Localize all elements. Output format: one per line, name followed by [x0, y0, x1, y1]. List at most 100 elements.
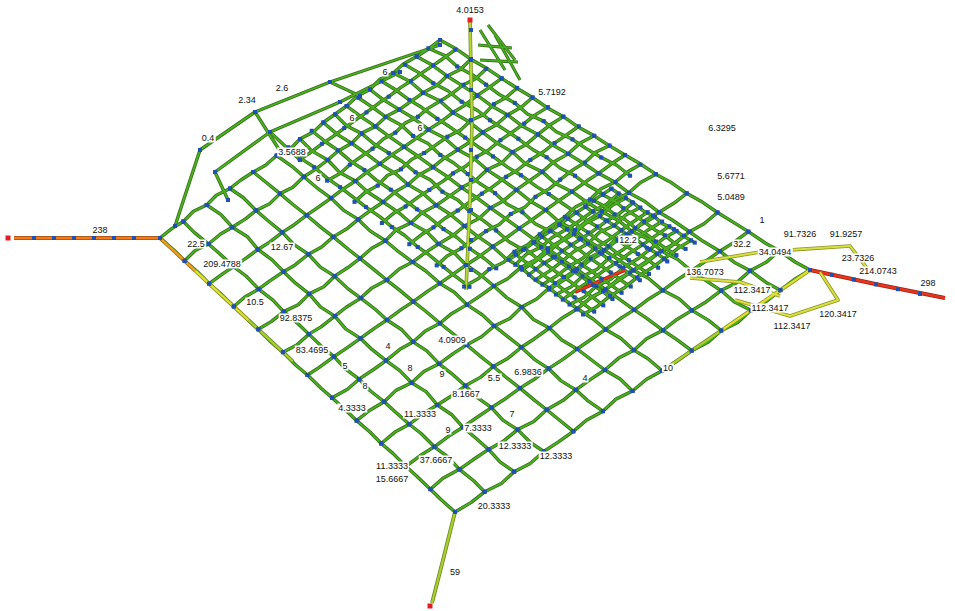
junction-square	[491, 245, 495, 249]
flow-value: 120.3417	[818, 310, 858, 319]
junction-square	[594, 284, 598, 288]
junction-square	[584, 204, 588, 208]
junction-square	[228, 187, 232, 191]
junction-square	[558, 178, 562, 182]
junction-square	[402, 145, 406, 149]
junction-square	[181, 220, 185, 224]
junction-square	[570, 190, 574, 194]
junction-square	[512, 470, 516, 474]
junction-square	[609, 271, 613, 275]
junction-square	[573, 228, 577, 232]
junction-square	[427, 188, 431, 192]
junction-square	[307, 332, 311, 336]
junction-square	[663, 233, 667, 237]
junction-square	[306, 373, 310, 377]
junction-square	[511, 150, 515, 154]
flow-value: 22.5	[186, 240, 206, 249]
junction-square	[631, 201, 635, 205]
junction-square	[438, 43, 442, 47]
junction-square	[481, 130, 485, 134]
junction-square	[397, 108, 401, 112]
junction-square	[633, 226, 637, 230]
road-casing	[478, 45, 512, 48]
junction-square	[280, 230, 284, 234]
road-casing	[495, 35, 520, 80]
junction-square	[404, 204, 408, 208]
road-layer	[14, 22, 945, 603]
junction-square	[325, 179, 329, 183]
junction-square	[411, 260, 415, 264]
junction-square	[544, 208, 548, 212]
zone-centroid	[468, 18, 473, 23]
junction-square	[601, 409, 605, 413]
flow-value: 10	[662, 364, 674, 373]
junction-square	[438, 38, 442, 42]
junction-square	[251, 170, 255, 174]
junction-square	[359, 296, 363, 300]
junction-square	[383, 239, 387, 243]
road-link	[432, 512, 455, 603]
junction-square	[489, 406, 493, 410]
junction-square	[456, 148, 460, 152]
junction-square	[532, 240, 536, 244]
road-casing	[330, 82, 360, 96]
junction-square	[378, 162, 382, 166]
flow-value: 2.34	[237, 96, 257, 105]
junction-square	[609, 187, 613, 191]
road-link	[323, 123, 662, 371]
junction-square	[112, 236, 116, 240]
junction-square	[488, 118, 492, 122]
road-link	[428, 48, 630, 176]
junction-square	[398, 70, 402, 74]
junction-square	[545, 408, 549, 412]
junction-square	[654, 172, 658, 176]
junction-square	[603, 368, 607, 372]
junction-square	[653, 215, 657, 219]
road-casing	[255, 112, 280, 151]
junction-square	[410, 381, 414, 385]
junction-square	[631, 389, 635, 393]
junction-square	[353, 179, 357, 183]
junction-square	[830, 273, 834, 277]
junction-square	[528, 158, 532, 162]
road-link	[230, 189, 544, 452]
junction-square	[469, 148, 473, 152]
junction-square	[624, 196, 628, 200]
junction-square	[282, 270, 286, 274]
junction-square	[358, 256, 362, 260]
junction-square	[567, 265, 571, 269]
road-link	[312, 131, 497, 269]
junction-square	[571, 429, 575, 433]
junction-square	[469, 268, 473, 272]
junction-square	[588, 197, 592, 201]
junction-square	[896, 287, 900, 291]
junction-square	[431, 63, 435, 67]
junction-square	[158, 236, 162, 240]
junction-square	[542, 119, 546, 123]
road-link	[393, 73, 751, 310]
road-casing	[195, 271, 248, 320]
junction-square	[432, 445, 436, 449]
junction-square	[515, 86, 519, 90]
flow-value: 92.8375	[279, 314, 314, 323]
junction-square	[445, 135, 449, 139]
junction-square	[368, 88, 372, 92]
junction-square	[469, 57, 473, 61]
junction-square	[592, 310, 596, 314]
flow-value: 0.4	[201, 134, 216, 143]
flow-value: 298	[919, 279, 936, 288]
flow-value: 91.7326	[783, 230, 818, 239]
junction-square	[512, 470, 516, 474]
junction-square	[378, 162, 382, 166]
junction-square	[445, 74, 449, 78]
junction-square	[230, 225, 234, 229]
junction-square	[358, 336, 362, 340]
junction-square	[607, 256, 611, 260]
junction-square	[469, 58, 473, 62]
junction-square	[475, 155, 479, 159]
junction-square	[280, 230, 284, 234]
junction-square	[463, 384, 467, 388]
junction-square	[391, 71, 395, 75]
junction-square	[568, 303, 572, 307]
